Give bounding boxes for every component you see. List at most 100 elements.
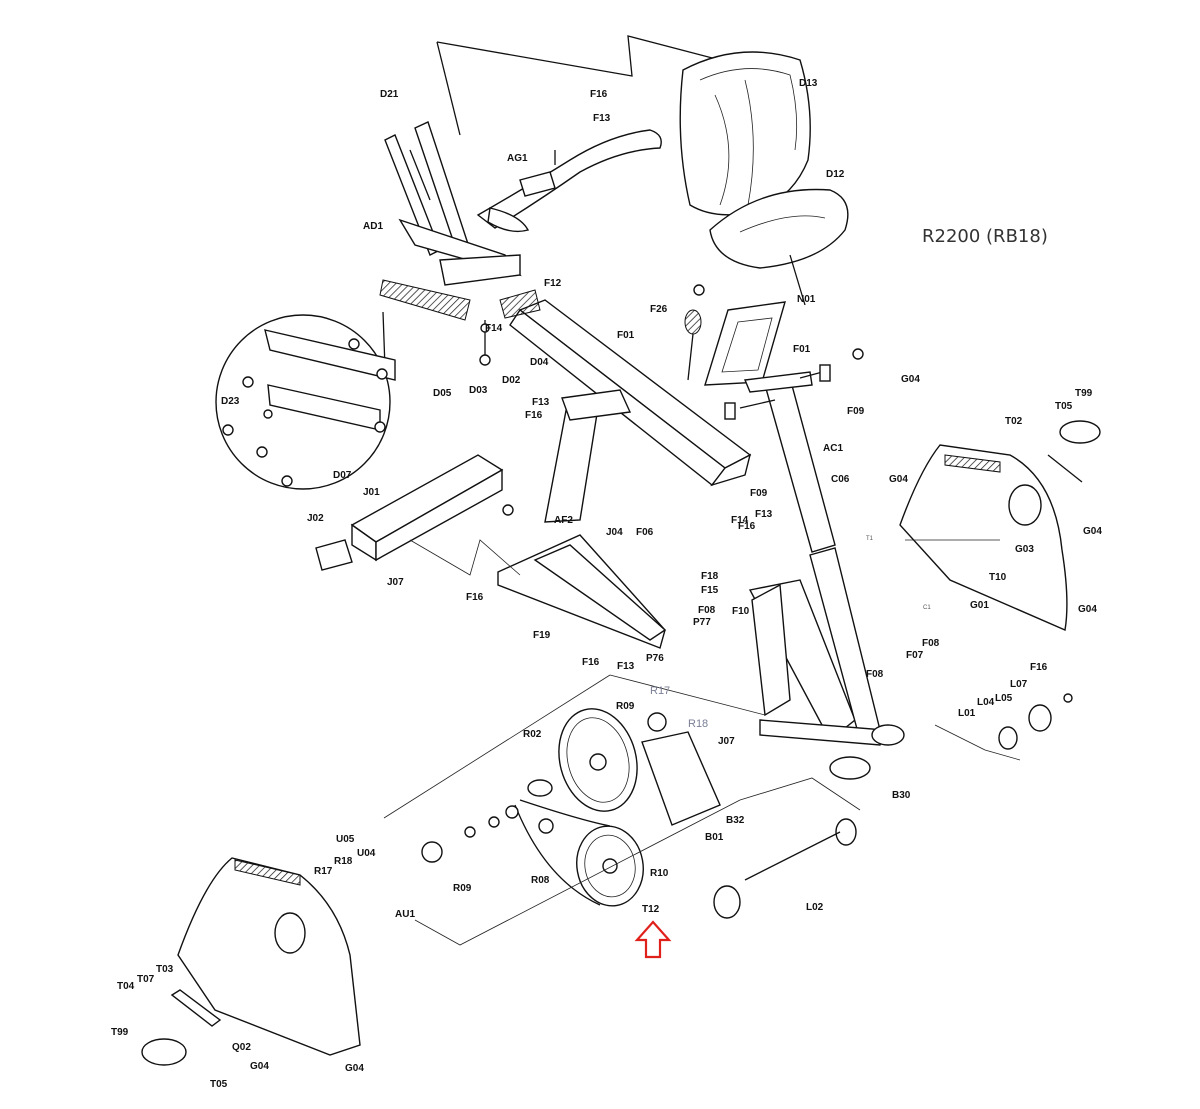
seat-back	[679, 51, 811, 216]
label-T10: T10	[989, 572, 1007, 583]
highlight-marker: T12	[634, 904, 672, 959]
flywheel	[558, 708, 638, 812]
label-B30: B30	[892, 790, 911, 801]
label-T04: T04	[117, 981, 135, 992]
label-J04: J04	[606, 527, 623, 538]
label-D04: D04	[530, 357, 549, 368]
label-N01: N01	[797, 294, 816, 305]
label-Q02: Q02	[232, 1042, 251, 1053]
label-C06: C06	[831, 474, 850, 485]
label-R17-lower: R17	[314, 866, 333, 877]
label-U05: U05	[336, 834, 355, 845]
label-F16-left: F16	[466, 592, 484, 603]
drive-housing	[748, 547, 905, 780]
label-AC1: AC1	[823, 443, 843, 454]
label-T05-right: T05	[1055, 401, 1073, 412]
label-G04-left-a: G04	[250, 1061, 269, 1072]
label-F15: F15	[701, 585, 719, 596]
label-F01-rail: F01	[617, 330, 635, 341]
handlebar	[476, 129, 662, 233]
label-G04-right-mid: G04	[1083, 526, 1102, 537]
label-B32: B32	[726, 815, 745, 826]
label-F18: F18	[701, 571, 719, 582]
label-J07-right: J07	[718, 736, 735, 747]
label-D13: D13	[799, 78, 818, 89]
main-rail	[509, 299, 752, 487]
label-L05: L05	[995, 693, 1013, 704]
label-R08: R08	[531, 875, 550, 886]
seat-cushion	[709, 188, 849, 306]
label-F09-top: F09	[847, 406, 865, 417]
label-P77: P77	[693, 617, 711, 628]
right-shroud	[899, 444, 1068, 631]
label-G04-left-b: G04	[345, 1063, 364, 1074]
transport-wheels	[713, 693, 1073, 919]
label-J07-left: J07	[387, 577, 404, 588]
label-G04-right-top: G04	[889, 474, 908, 485]
label-F13-mid: F13	[532, 397, 550, 408]
leader-lines	[383, 539, 1021, 946]
label-G03: G03	[1015, 544, 1034, 555]
label-R02: R02	[523, 729, 542, 740]
label-F16-mid: F16	[525, 410, 543, 421]
label-small-C1: C1	[923, 605, 931, 611]
label-F16: F16	[590, 89, 608, 100]
front-frame	[497, 389, 667, 649]
adjust-knob	[684, 284, 705, 381]
label-F08-lower: F08	[866, 669, 884, 680]
label-P76: P76	[646, 653, 664, 664]
model-title: R2200 (RB18)	[922, 226, 1048, 247]
axle-parts	[421, 779, 554, 863]
left-shroud	[177, 857, 361, 1056]
label-D03: D03	[469, 385, 488, 396]
label-G04-top: G04	[901, 374, 920, 385]
label-F12: F12	[544, 278, 562, 289]
drive-pulley	[576, 825, 644, 907]
label-F14: F14	[485, 323, 503, 334]
label-F06: F06	[636, 527, 654, 538]
label-R17-top: R17	[650, 685, 670, 697]
label-T07: T07	[137, 974, 155, 985]
right-pedal	[1047, 420, 1101, 483]
inset-detail	[215, 311, 396, 490]
label-B01: B01	[705, 832, 724, 843]
label-D02: D02	[502, 375, 521, 386]
label-D21: D21	[380, 89, 399, 100]
label-F13-lower: F13	[617, 661, 635, 672]
label-AF2: AF2	[554, 515, 573, 526]
label-F13: F13	[593, 113, 611, 124]
label-F10: F10	[732, 606, 750, 617]
seat-slider-bolt	[479, 320, 491, 366]
label-F07: F07	[906, 650, 924, 661]
console-mast	[724, 348, 864, 553]
label-D07: D07	[333, 470, 352, 481]
label-L02: L02	[806, 902, 824, 913]
label-F08-right: F08	[922, 638, 940, 649]
idler-pulley	[647, 712, 667, 732]
label-D23: D23	[221, 396, 240, 407]
label-T99-right: T99	[1075, 388, 1093, 399]
label-R09-top: R09	[616, 701, 635, 712]
label-R10: R10	[650, 868, 669, 879]
up-arrow-icon	[634, 920, 672, 959]
label-D05: D05	[433, 388, 452, 399]
label-F14-mid: F14	[731, 515, 749, 526]
label-T12: T12	[642, 904, 660, 915]
label-R18-lower: R18	[334, 856, 353, 867]
label-T03: T03	[156, 964, 174, 975]
label-G04-right-low: G04	[1078, 604, 1097, 615]
label-AD1: AD1	[363, 221, 383, 232]
label-R09-lower: R09	[453, 883, 472, 894]
label-F16-far-right: F16	[1030, 662, 1048, 673]
label-F16-lower: F16	[582, 657, 600, 668]
label-T02: T02	[1005, 416, 1023, 427]
label-R18-top: R18	[688, 718, 708, 730]
label-F19: F19	[533, 630, 551, 641]
label-F26: F26	[650, 304, 668, 315]
label-J01: J01	[363, 487, 380, 498]
label-L07: L07	[1010, 679, 1028, 690]
label-U04: U04	[357, 848, 376, 859]
label-F09-mid: F09	[750, 488, 768, 499]
label-J02: J02	[307, 513, 324, 524]
